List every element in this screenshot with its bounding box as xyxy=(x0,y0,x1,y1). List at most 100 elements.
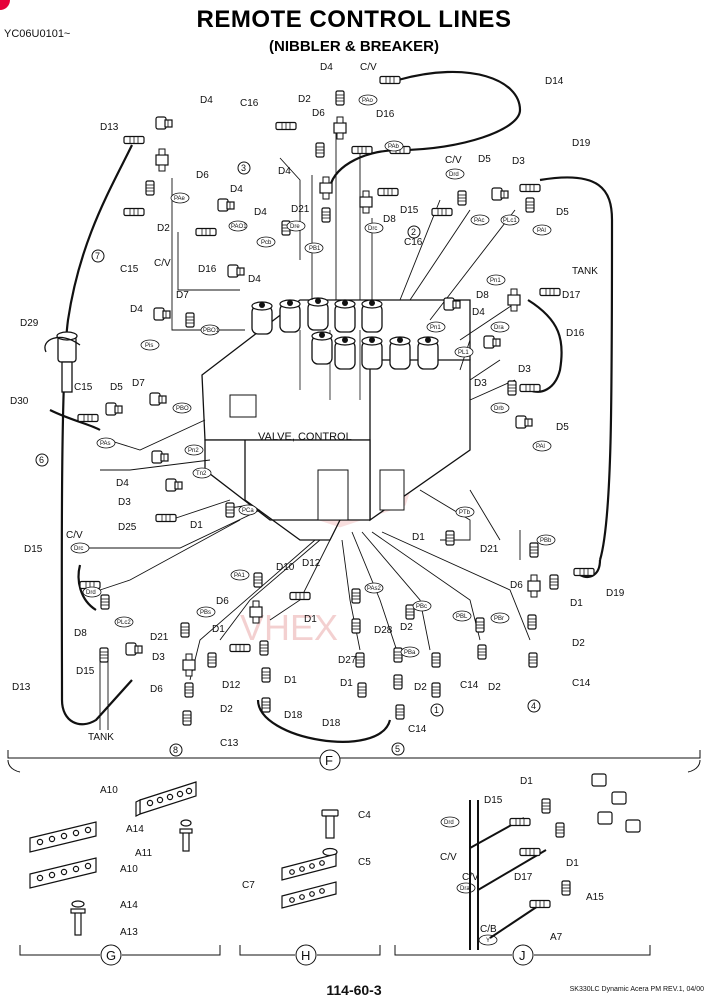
tag-pac: PAc xyxy=(474,218,485,224)
label-d18: D18 xyxy=(322,718,341,729)
label-c7: C7 xyxy=(242,880,255,891)
label-a10: A10 xyxy=(100,785,118,796)
label-c4: C4 xyxy=(358,810,371,821)
port-circle-5: 5 xyxy=(395,744,400,754)
detail-g-labels: A10 A14 A11 A10 A14 A13 xyxy=(100,785,152,938)
label-d1: D1 xyxy=(520,776,533,787)
label-d6: D6 xyxy=(216,596,229,607)
label-d6: D6 xyxy=(196,170,209,181)
label-d8: D8 xyxy=(74,628,87,639)
tag-pbs: PBs xyxy=(200,610,211,616)
tag-drd-j: Drd xyxy=(444,820,454,826)
label-d3: D3 xyxy=(118,497,131,508)
tag-pn2: Pn2 xyxy=(188,448,199,454)
label-d13: D13 xyxy=(12,682,31,693)
label-d1: D1 xyxy=(190,520,203,531)
label-d5: D5 xyxy=(478,154,491,165)
label-d1: D1 xyxy=(340,678,353,689)
label-d15: D15 xyxy=(24,544,43,555)
label-cv: C/V xyxy=(440,852,457,863)
tag-pba: PBa xyxy=(404,650,416,656)
label-d8: D8 xyxy=(476,290,489,301)
tag-pae: PAe xyxy=(174,196,186,202)
port-circle-3: 3 xyxy=(241,163,246,173)
tag-drc: Drc xyxy=(368,226,377,232)
tag-pal-2: PAl xyxy=(536,444,545,450)
label-d16: D16 xyxy=(376,109,395,120)
label-d4: D4 xyxy=(472,307,485,318)
label-d19: D19 xyxy=(606,588,625,599)
page-number: 114-60-3 xyxy=(326,982,382,998)
label-c15: C15 xyxy=(74,382,93,393)
tag-pis: Pis xyxy=(145,343,153,349)
label-d4: D4 xyxy=(230,184,243,195)
label-cv: C/V xyxy=(445,155,462,166)
label-a15: A15 xyxy=(586,892,604,903)
label-d1: D1 xyxy=(304,614,317,625)
label-d2: D2 xyxy=(488,682,501,693)
tag-drd: Drd xyxy=(449,172,459,178)
label-c14: C14 xyxy=(408,724,427,735)
clamp-d29-d30 xyxy=(44,331,81,393)
label-d5: D5 xyxy=(556,207,569,218)
tag-pa1: PA1 xyxy=(234,573,246,579)
label-a10: A10 xyxy=(120,864,138,875)
tag-plc1: PLc1 xyxy=(503,218,517,224)
label-tank: TANK xyxy=(88,732,114,743)
label-a7: A7 xyxy=(550,932,563,943)
label-d2: D2 xyxy=(220,704,233,715)
tag-drc-2: Drc xyxy=(74,546,83,552)
tag-pl1: PL1 xyxy=(458,350,469,356)
tag-pas: PAs xyxy=(100,441,111,447)
label-d1: D1 xyxy=(570,598,583,609)
label-a13: A13 xyxy=(120,927,138,938)
label-d4: D4 xyxy=(130,304,143,315)
port-circle-6: 6 xyxy=(39,455,44,465)
label-d30: D30 xyxy=(10,396,29,407)
document-id: YC06U0101~ xyxy=(4,28,71,40)
label-d12: D12 xyxy=(302,558,321,569)
page-title: REMOTE CONTROL LINES xyxy=(196,6,512,33)
label-cv: C/V xyxy=(66,530,83,541)
tag-pcb: Pcb xyxy=(261,240,272,246)
tag-ptb: PTb xyxy=(459,510,471,516)
tag-pbr: PBr xyxy=(494,616,504,622)
label-c5: C5 xyxy=(358,857,371,868)
port-circle-1: 1 xyxy=(434,705,439,715)
label-c15: C15 xyxy=(120,264,139,275)
label-d21: D21 xyxy=(480,544,499,555)
label-d18: D18 xyxy=(284,710,303,721)
label-a14: A14 xyxy=(126,824,144,835)
tag-pbb: PBb xyxy=(540,538,552,544)
tag-pn1: Pn1 xyxy=(430,325,441,331)
label-cv: C/V xyxy=(360,62,377,73)
label-d2: D2 xyxy=(400,622,413,633)
port-circle-4: 4 xyxy=(531,701,536,711)
label-d1: D1 xyxy=(412,532,425,543)
detail-g xyxy=(29,781,197,936)
label-d5: D5 xyxy=(556,422,569,433)
section-circles xyxy=(100,749,534,966)
label-d7: D7 xyxy=(132,378,145,389)
label-d2: D2 xyxy=(414,682,427,693)
label-d8: D8 xyxy=(383,214,396,225)
label-d29: D29 xyxy=(20,318,39,329)
section-label-j: J xyxy=(519,948,526,963)
label-c14: C14 xyxy=(460,680,479,691)
label-a14: A14 xyxy=(120,900,138,911)
label-c16: C16 xyxy=(240,98,259,109)
label-d1: D1 xyxy=(284,675,297,686)
label-a11: A11 xyxy=(135,848,152,859)
tag-pbo1: PBO1 xyxy=(203,328,220,334)
detail-h xyxy=(281,809,339,909)
tag-dra-j: Dra xyxy=(460,886,470,892)
label-d13: D13 xyxy=(100,122,119,133)
label-cv: C/V xyxy=(154,258,171,269)
label-d28: D28 xyxy=(374,625,393,636)
label-d2: D2 xyxy=(157,223,170,234)
label-d16: D16 xyxy=(566,328,585,339)
label-d4: D4 xyxy=(116,478,129,489)
label-d6: D6 xyxy=(312,108,325,119)
